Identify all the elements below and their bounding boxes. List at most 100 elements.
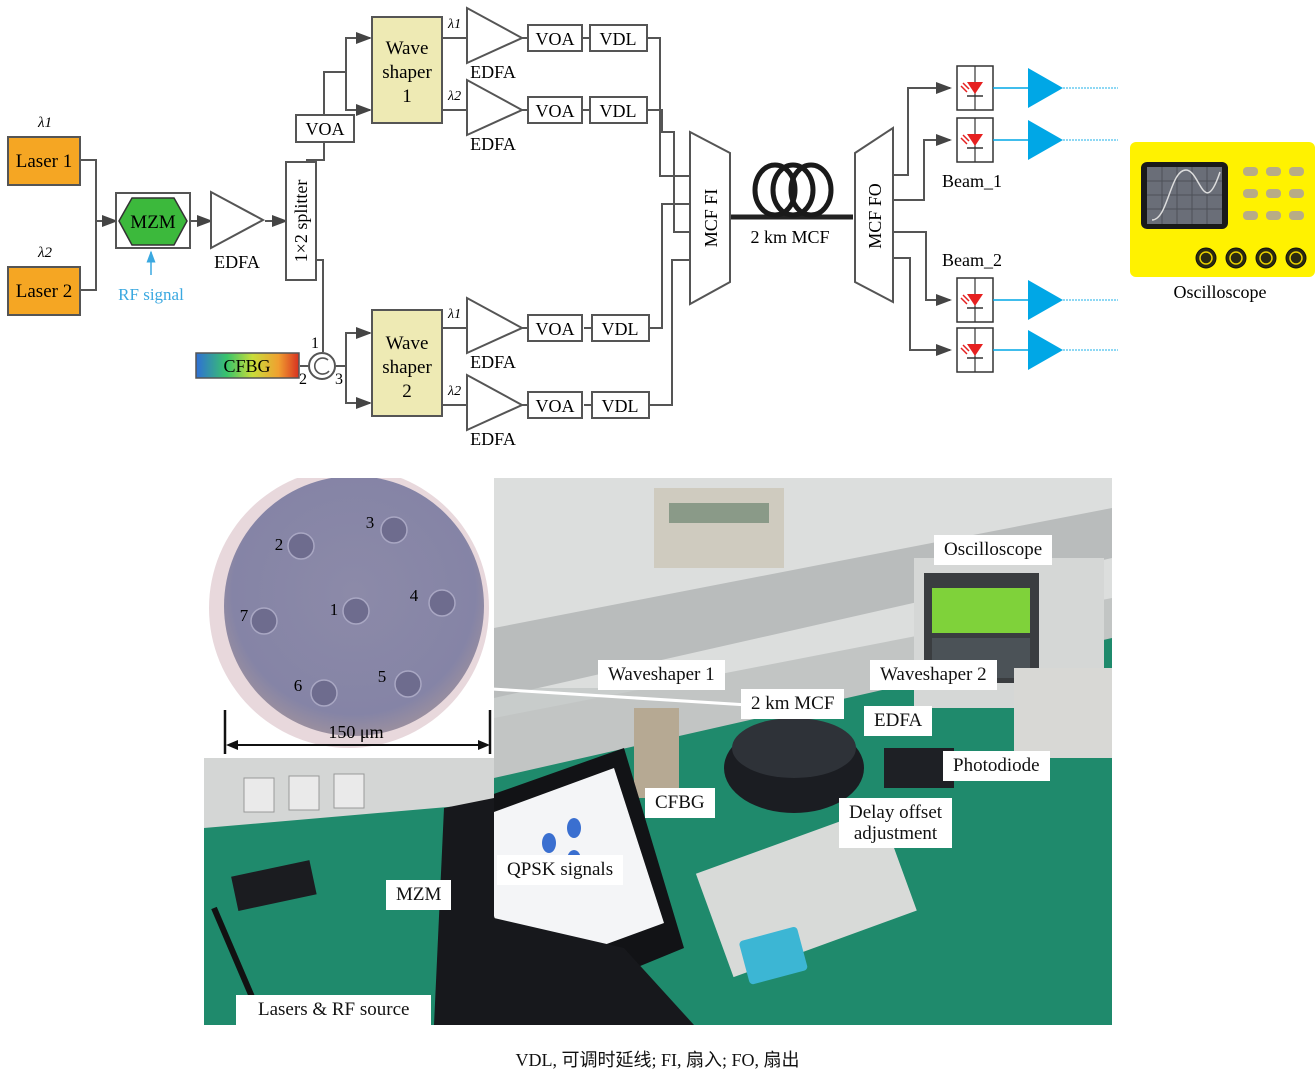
- oscilloscope-label: Oscilloscope: [1174, 282, 1267, 302]
- voa-box: [527, 314, 583, 342]
- delay-label-line-2: adjustment: [853, 823, 938, 844]
- electrical-amplifier-icon: [1028, 330, 1063, 370]
- electrical-amplifier-icon: [1028, 120, 1063, 160]
- edfa-main-label: EDFA: [214, 252, 260, 272]
- svg-text:Laser 1: Laser 1: [16, 151, 72, 172]
- circulator-port-1: 1: [311, 335, 319, 352]
- edfa-amplifier-icon: [466, 78, 525, 137]
- fiber-cross-section: 1 2 3 4 5 6 7 150 μm: [204, 468, 494, 758]
- photodetector-3: [956, 277, 1118, 323]
- fiber-core-1: 1: [330, 597, 370, 625]
- rf-signal-label: RF signal: [118, 285, 184, 304]
- svg-text:MZM: MZM: [130, 212, 176, 233]
- vdl-label: VDL: [602, 319, 639, 339]
- svg-text:Laser 2: Laser 2: [16, 281, 72, 302]
- vdl-label: VDL: [600, 101, 637, 121]
- photodetector-2: [956, 117, 1118, 163]
- oscilloscope-icon: [1130, 142, 1315, 277]
- photo-label-edfa: EDFA: [864, 706, 933, 736]
- svg-text:CFBG: CFBG: [223, 356, 270, 376]
- voa-box: [527, 391, 583, 419]
- svg-text:Wave: Wave: [386, 333, 429, 354]
- voa-box: [527, 24, 583, 52]
- edfa-amplifier-icon: [466, 373, 525, 432]
- core-number: 3: [366, 513, 375, 532]
- svg-text:VOA: VOA: [306, 119, 345, 139]
- photo-label-mzm: MZM: [386, 880, 452, 910]
- cfbg-grating: CFBG: [195, 352, 300, 379]
- photo-label-mcf: 2 km MCF: [741, 689, 845, 719]
- branch-edfa-label: EDFA: [470, 134, 516, 154]
- electrical-amplifier-icon: [1028, 280, 1063, 320]
- fiber-core-2: 2: [275, 532, 315, 560]
- core-number: 1: [330, 600, 339, 619]
- circulator-port-3: 3: [335, 371, 343, 388]
- laser-2: Laser 2: [7, 266, 81, 316]
- svg-text:2: 2: [402, 381, 412, 402]
- mzm-modulator: MZM: [115, 192, 191, 249]
- fiber-core-7: 7: [240, 606, 278, 635]
- vdl-box: [589, 24, 648, 52]
- core-number: 5: [378, 667, 387, 686]
- vdl-box: [591, 391, 650, 419]
- electrical-amplifier-icon: [1028, 68, 1063, 108]
- branch-edfa-label: EDFA: [470, 62, 516, 82]
- photo-label-qpsk: QPSK signals: [497, 855, 624, 885]
- edfa-amplifier-icon: [210, 190, 266, 250]
- core-number: 4: [410, 586, 419, 605]
- svg-text:shaper: shaper: [382, 62, 432, 83]
- photo-label-photodiode: Photodiode: [943, 751, 1050, 781]
- svg-text:MCF FI: MCF FI: [701, 189, 721, 248]
- svg-text:Wave: Wave: [386, 38, 429, 59]
- fiber-core-6: 6: [294, 676, 338, 707]
- photo-label-lasers: Lasers & RF source: [236, 995, 432, 1025]
- edfa-amplifier-icon: [466, 6, 525, 65]
- fiber-core-5: 5: [378, 667, 422, 698]
- voa-label: VOA: [536, 101, 575, 121]
- splitter: 1×2 splitter: [285, 161, 317, 281]
- fiber-spool-icon: [752, 162, 834, 218]
- scale-bar-label: 150 μm: [328, 722, 383, 742]
- vdl-label: VDL: [602, 396, 639, 416]
- photodetector-4: [956, 327, 1118, 373]
- vdl-box: [591, 314, 650, 342]
- beam-2-label: Beam_2: [942, 250, 1002, 270]
- voa-label: VOA: [536, 29, 575, 49]
- laser-2-wavelength: λ2: [37, 245, 52, 261]
- core-number: 7: [240, 606, 249, 625]
- photo-label-oscilloscope: Oscilloscope: [934, 535, 1053, 565]
- branch-wavelength: λ2: [447, 89, 461, 104]
- photo-label-waveshaper-1: Waveshaper 1: [598, 660, 725, 690]
- svg-text:1×2 splitter: 1×2 splitter: [291, 180, 311, 263]
- svg-text:MCF FO: MCF FO: [865, 183, 885, 249]
- branch-edfa-label: EDFA: [470, 352, 516, 372]
- mcf-fiber-label: 2 km MCF: [750, 227, 829, 247]
- svg-text:shaper: shaper: [382, 357, 432, 378]
- photo-label-waveshaper-2: Waveshaper 2: [870, 660, 997, 690]
- fiber-core-3: 3: [366, 513, 408, 544]
- branch-edfa-label: EDFA: [470, 429, 516, 449]
- mcf-fan-out: MCF FO: [854, 126, 894, 304]
- vdl-label: VDL: [600, 29, 637, 49]
- voa-box: [527, 96, 583, 124]
- laser-1-wavelength: λ1: [37, 115, 52, 131]
- svg-text:1: 1: [402, 86, 412, 107]
- branch-wavelength: λ1: [447, 17, 461, 32]
- vdl-box: [589, 96, 648, 124]
- system-diagram: Laser 1 λ1 Laser 2 λ2 MZM RF signal EDFA…: [7, 6, 1315, 449]
- voa-label: VOA: [536, 396, 575, 416]
- photo-label-delay-offset: Delay offset adjustment: [839, 798, 953, 848]
- waveshaper-2: Wave shaper 2: [371, 309, 443, 417]
- core-number: 2: [275, 535, 284, 554]
- edfa-amplifier-icon: [466, 296, 525, 355]
- photo-label-cfbg: CFBG: [645, 788, 715, 818]
- branch-wavelength: λ2: [447, 384, 461, 399]
- fiber-core-4: 4: [410, 586, 456, 617]
- circulator-icon: [308, 352, 336, 380]
- core-number: 6: [294, 676, 303, 695]
- branch-wavelength: λ1: [447, 307, 461, 322]
